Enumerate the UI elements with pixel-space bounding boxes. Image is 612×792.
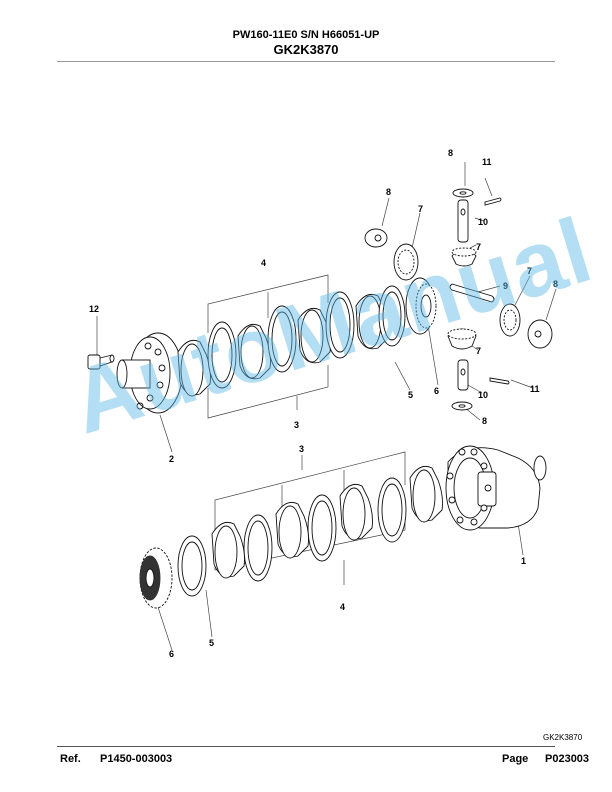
differential-case-item-1 (445, 445, 547, 531)
callout-9: 9 (503, 281, 508, 291)
model-serial-title: PW160-11E0 S/N H66051-UP (232, 29, 380, 41)
callout-11-bottom: 11 (530, 384, 540, 394)
callout-10-top: 10 (478, 217, 488, 227)
footer-divider (57, 746, 555, 747)
illustration-code: GK2K3870 (543, 733, 583, 742)
callout-10-bottom: 10 (478, 390, 488, 400)
pinion-gear-item-7-top (451, 247, 477, 267)
callout-2: 2 (169, 454, 174, 464)
callout-7-bottom: 7 (476, 346, 481, 356)
callout-6-lower: 6 (169, 649, 174, 659)
callout-7-left: 7 (418, 204, 423, 214)
callout-11-top: 11 (482, 157, 492, 167)
upper-clutch-pack (177, 285, 406, 397)
case-half-item-2 (116, 332, 183, 414)
header-divider (57, 61, 555, 62)
pinion-shafts (449, 199, 495, 391)
callout-3-lower: 3 (299, 444, 304, 454)
callout-12: 12 (89, 304, 99, 314)
callout-7-right: 7 (527, 266, 532, 276)
pinion-gear-item-7-left (393, 243, 419, 281)
ref-number: P1450-003003 (100, 753, 173, 765)
callout-5-lower: 5 (209, 638, 214, 648)
bolt-item-12 (87, 354, 115, 370)
callout-3-upper: 3 (294, 420, 299, 430)
callout-8-bottom: 8 (482, 416, 487, 426)
callout-7-top: 7 (476, 242, 481, 252)
pinion-gear-item-7-right (499, 303, 521, 337)
page-label: Page (502, 753, 529, 765)
side-gear-item-6-lower (139, 547, 173, 609)
thrust-washers-item-8 (364, 188, 553, 411)
callout-8-left: 8 (386, 187, 391, 197)
roll-pins-item-11 (484, 197, 510, 385)
callout-4-lower: 4 (340, 602, 345, 612)
callout-4-upper: 4 (261, 258, 266, 268)
callout-6-upper: 6 (434, 386, 439, 396)
page-number: P023003 (545, 753, 590, 765)
lower-clutch-pack (177, 465, 443, 597)
callout-5-upper: 5 (408, 390, 413, 400)
ref-label: Ref. (60, 753, 81, 765)
side-gear-item-6-upper (405, 277, 437, 335)
callout-8-right: 8 (553, 279, 558, 289)
pinion-gear-item-7-bottom (447, 328, 477, 350)
callout-1: 1 (521, 556, 526, 566)
group-code-title: GK2K3870 (273, 42, 339, 57)
callout-8-top: 8 (448, 148, 453, 158)
